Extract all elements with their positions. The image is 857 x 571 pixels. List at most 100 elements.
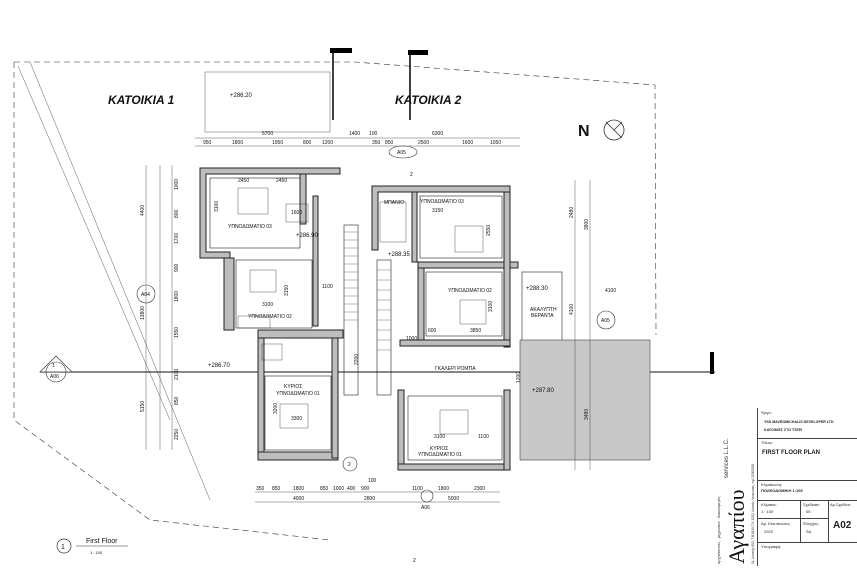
dim-top2: 1600 [462, 140, 473, 146]
garden-plot [204, 71, 331, 133]
dim-bottom: 850 [320, 486, 329, 492]
tb-ref-label: Κλιμάκωση: [761, 482, 783, 487]
tb-title: FIRST FLOOR PLAN [762, 450, 820, 456]
room-label: ΒΕΡΑΝΤΑ [531, 313, 554, 319]
view-number-bubble [56, 538, 72, 554]
tb-sign-label: Υπογραφή: [761, 544, 782, 549]
view-scale: 1 : 100 [90, 550, 103, 555]
tb-title-label: Τίτλος: [761, 440, 774, 445]
site-boundary-left [13, 62, 331, 541]
section-tag-number: 2 [410, 172, 413, 178]
dim-left: 850 [174, 396, 180, 405]
dim-top2: 350 [372, 140, 381, 146]
brand-tagline: αρχιτέκτονες . μηχανικοί . διακοσμητές [716, 496, 721, 564]
site-setback-line [17, 65, 171, 421]
site-boundary-top [14, 61, 657, 336]
section-tag-a05-right [596, 310, 616, 330]
wardrobe [237, 315, 271, 329]
room-label: ΓΚΑΛΕΡΙ ΡΟΜΠΑ [435, 366, 476, 372]
dim-bottom: 1800 [438, 486, 449, 492]
bathroom-fixtures [379, 201, 407, 243]
dim-top2: 1950 [272, 140, 283, 146]
house-1-plan [199, 167, 344, 461]
dim-bottom: 900 [361, 486, 370, 492]
room-dim: 600 [428, 328, 437, 334]
dim-top2: 850 [385, 140, 394, 146]
dim-left: 2250 [174, 429, 180, 440]
north-arrow-icon [603, 119, 625, 141]
room-label: ΜΠΑΝΙΟ [384, 200, 404, 206]
section-tag-text: A05 [397, 150, 406, 156]
bed-icon [237, 187, 269, 215]
dim-top: 6300 [432, 131, 443, 137]
brand-name: Αγαπίου [724, 489, 749, 564]
dim-right: 4100 [605, 288, 616, 294]
sheet-bottom-number: 2 [413, 558, 416, 564]
dim-left: 1800 [174, 291, 180, 302]
room-dim: 3100 [262, 302, 273, 308]
dim-right: 3800 [584, 219, 590, 230]
site-setback-line-2 [29, 61, 211, 501]
room-dim: 3150 [432, 208, 443, 214]
room-dim: 3100 [214, 201, 220, 212]
room-dim: 3150 [284, 285, 290, 296]
dim-right: 2480 [569, 207, 575, 218]
tb-check-value: SA [806, 529, 812, 534]
bed-icon [249, 269, 277, 293]
section-tag-2 [342, 456, 358, 472]
tb-sheet-value: A02 [833, 520, 852, 531]
section-tag-a06-bottom [420, 489, 434, 503]
section-tag-text: A06 [421, 505, 430, 511]
house-2-plan [371, 185, 651, 471]
view-number: 1 [61, 544, 65, 551]
dim-top: 100 [369, 131, 378, 137]
dim-left: 1000 [174, 179, 180, 190]
dim-bottom2: 2800 [364, 496, 375, 502]
pool [519, 339, 651, 461]
tb-check-label: Έλεγχος: [803, 521, 820, 526]
room-label: ΥΠΝΟΔΩΜΑΤΙΟ 02 [248, 314, 292, 320]
dim-left: 1700 [174, 233, 180, 244]
dim-top2: 1050 [490, 140, 501, 146]
dim-left: 5150 [140, 401, 146, 412]
brand-llc: services L.L.C. [724, 438, 730, 478]
room-dim: 1100 [478, 434, 489, 440]
level-marker: +288.35 [388, 252, 411, 258]
room-label: ΚΥΡΙΟΣ [284, 384, 302, 390]
bathroom-fixtures [261, 343, 283, 361]
dim-left: 4400 [140, 205, 146, 216]
level-marker: +287.80 [532, 388, 555, 394]
bed-icon [279, 403, 309, 429]
section-marker-right [710, 352, 714, 374]
room-dim: 3100 [488, 301, 494, 312]
room-dim: 1200 [516, 372, 522, 383]
dim-bottom: 1100 [412, 486, 423, 492]
tb-sheet-label: Αρ.Σχεδίου: [830, 502, 852, 507]
tb-project-line1: YSS MAVROMICHALIS DEVELOPER LTD [764, 420, 834, 424]
bed-icon [439, 409, 469, 435]
section-tag-text: A06 [50, 374, 59, 380]
dim-bottom2: 100 [368, 478, 377, 484]
dim-top: 6700 [262, 131, 273, 137]
dim-top2: 1800 [232, 140, 243, 146]
room-dim: 1600 [291, 210, 302, 216]
title-block: Έργο: YSS MAVROMICHALIS DEVELOPER LTD ΚΑ… [757, 408, 857, 566]
dim-left: 2100 [174, 369, 180, 380]
dim-top2: 800 [303, 140, 312, 146]
section-tag-a05-top [388, 145, 418, 159]
section-tag-a04 [136, 284, 156, 304]
view-title: First Floor [86, 538, 118, 545]
room-label: ΥΠΝΟΔΩΜΑΤΙΟ 01 [276, 391, 320, 397]
room-dim: 2550 [486, 225, 492, 236]
room-dim: 2450 [238, 178, 249, 184]
company-brand: Αγαπίου αρχιτέκτονες . μηχανικοί . διακο… [700, 408, 757, 566]
section-marker-top-right [408, 50, 428, 55]
dim-top: 1400 [349, 131, 360, 137]
section-tag-number: 1 [52, 363, 55, 369]
bathroom-fixtures [285, 203, 309, 223]
level-marker: +286.90 [296, 233, 319, 239]
tb-project-label: Έργο: [761, 410, 772, 415]
zone-label-right: ΚΑΤΟΙΚΙΑ 2 [395, 93, 462, 107]
section-tag-text: A04 [141, 292, 150, 298]
room-label: ΑΚΑΛΥΠΤΗ [530, 307, 557, 313]
